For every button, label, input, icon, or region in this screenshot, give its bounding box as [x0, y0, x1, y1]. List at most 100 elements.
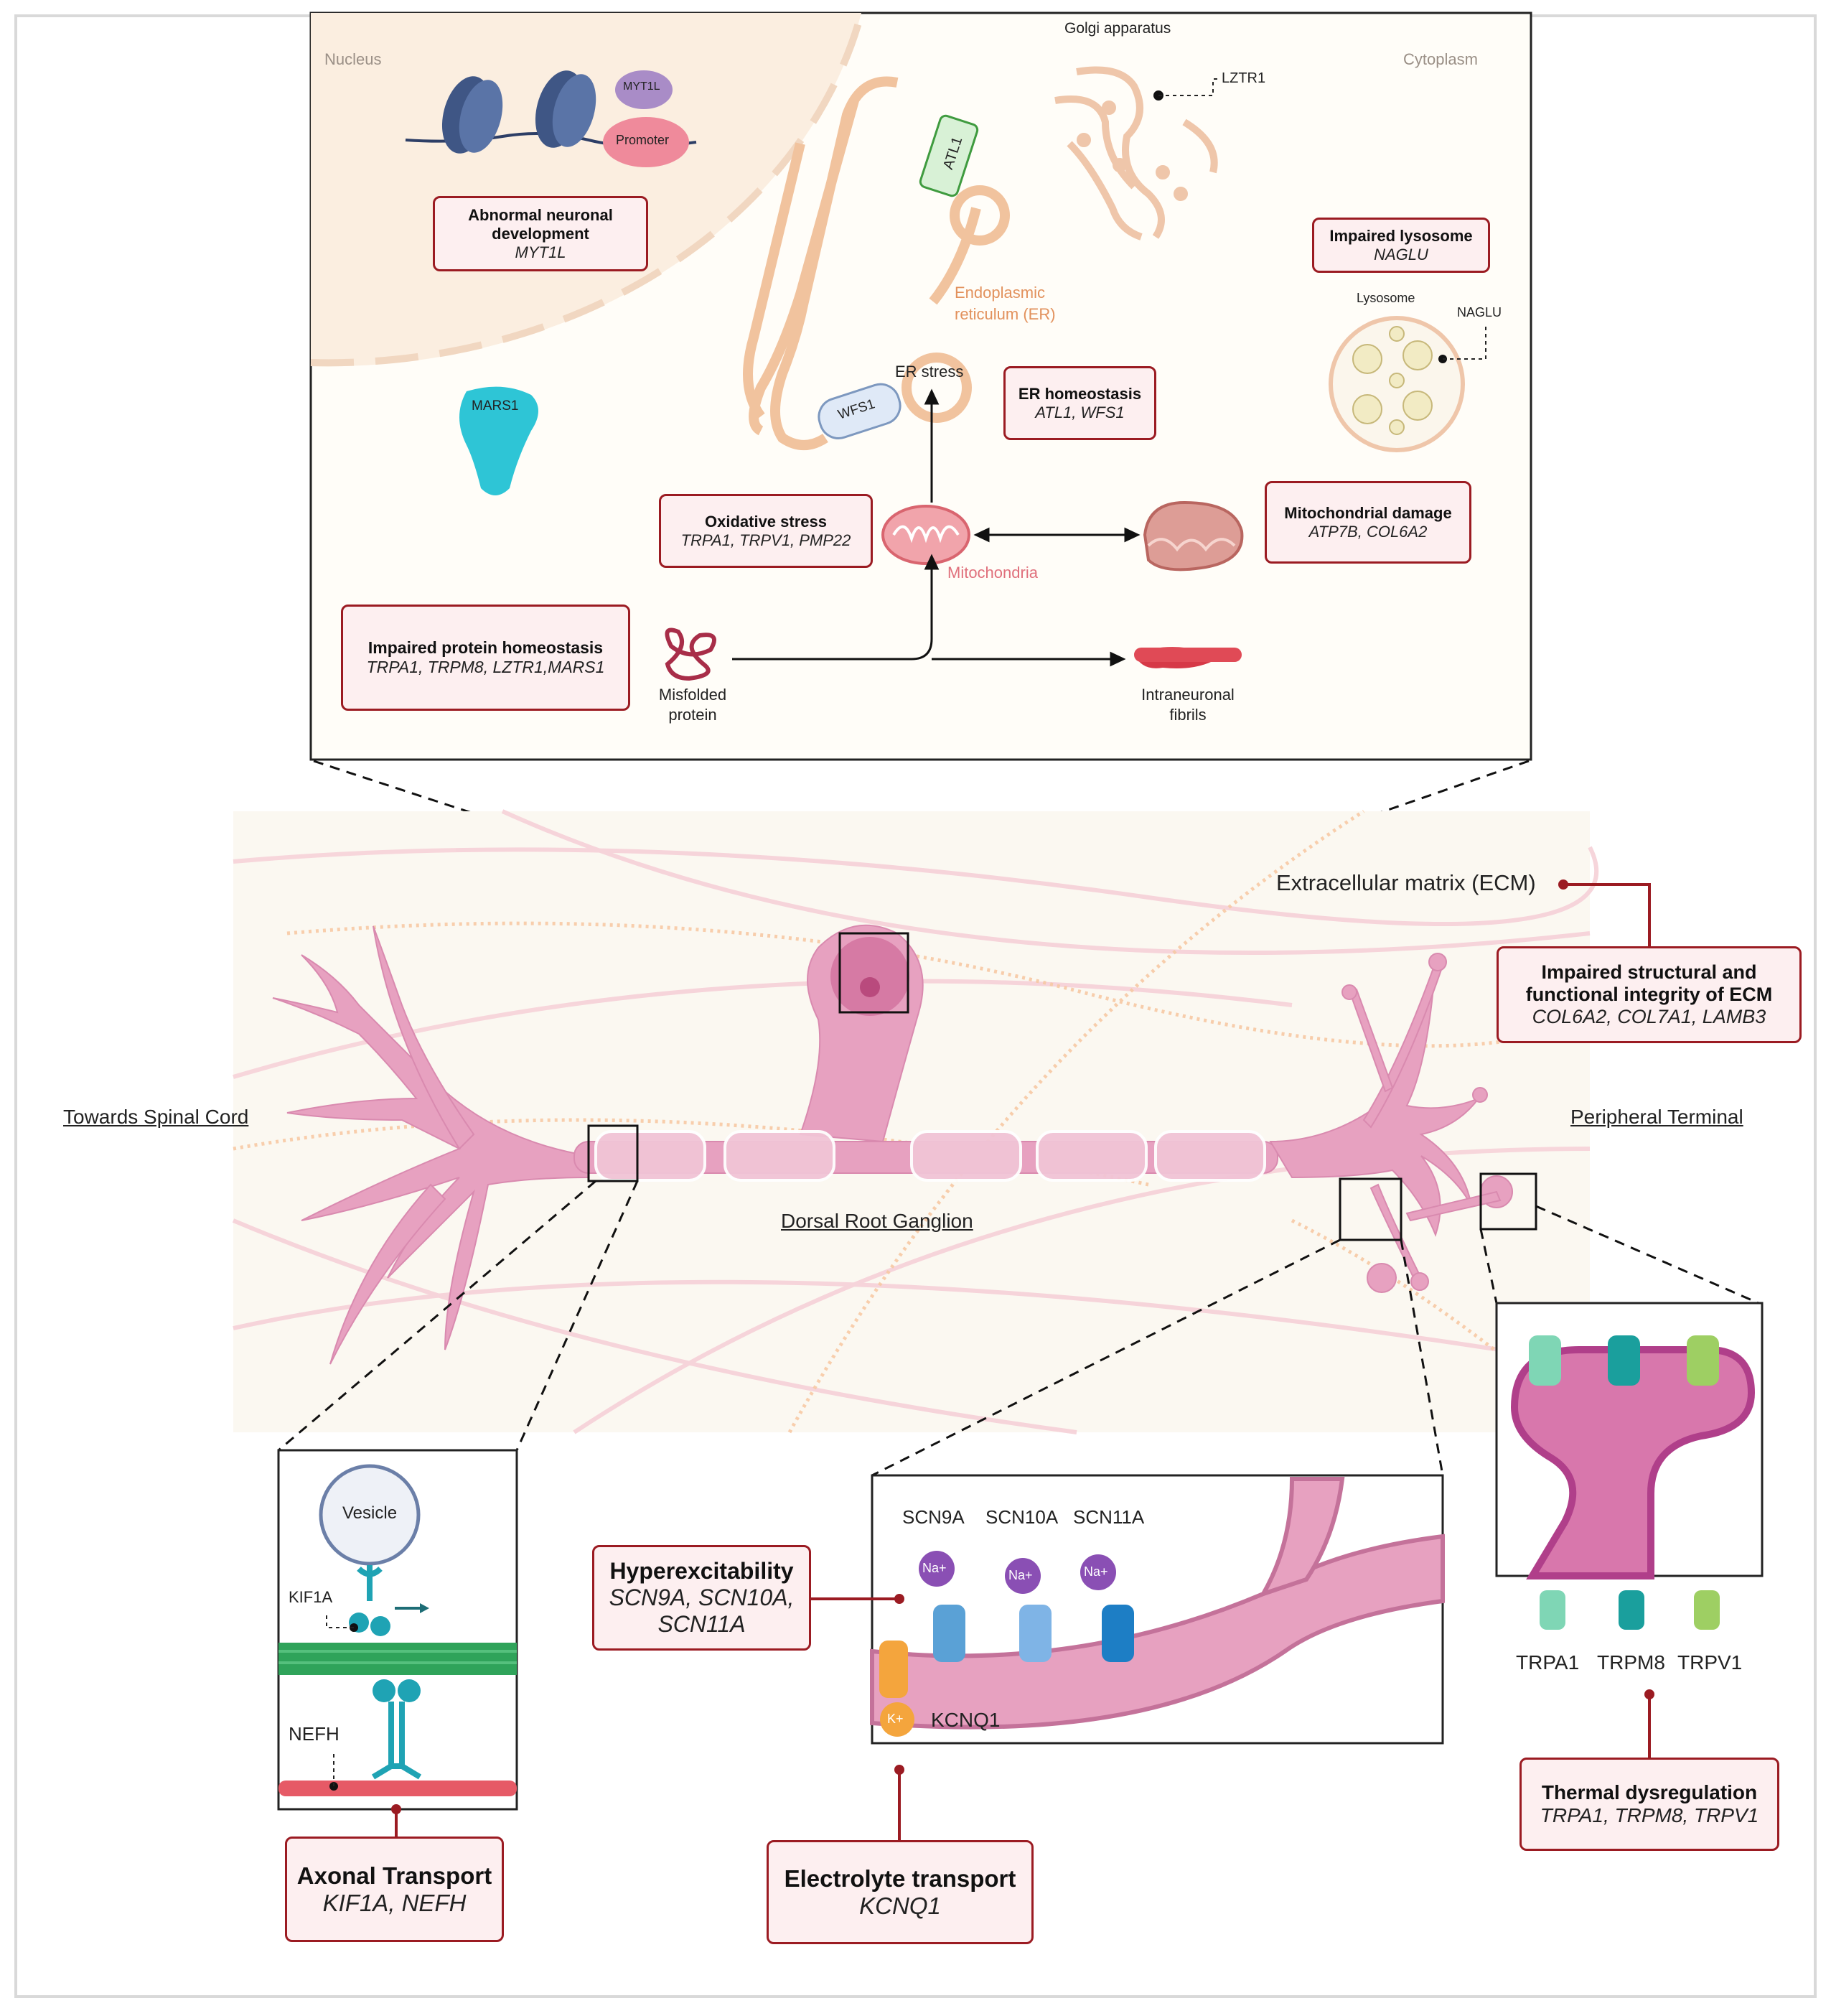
box-title: Oxidative stress	[705, 512, 827, 531]
box-genes: COL6A2, COL7A1, LAMB3	[1532, 1006, 1766, 1027]
box-genes: MYT1L	[515, 243, 566, 261]
trpv1-label: TRPV1	[1677, 1651, 1743, 1674]
towards-spinal-label: Towards Spinal Cord	[63, 1106, 249, 1128]
mars1-protein	[459, 386, 538, 495]
ion-channel-inset	[870, 1474, 1445, 1745]
oxidative-stress-box: Oxidative stress TRPA1, TRPV1, PMP22	[659, 494, 873, 568]
intraneuronal-fibrils	[1134, 647, 1242, 668]
box-title: Thermal dysregulation	[1541, 1781, 1758, 1803]
trpm8-label: TRPM8	[1597, 1651, 1665, 1674]
scn9a-label: SCN9A	[902, 1506, 965, 1528]
box-genes-line1: SCN9A, SCN10A,	[609, 1585, 795, 1610]
na-ion-2: Na+	[1008, 1568, 1033, 1582]
box-genes: TRPA1, TRPM8, TRPV1	[1540, 1804, 1759, 1826]
scn10a-label: SCN10A	[985, 1506, 1059, 1528]
trpa1-label: TRPA1	[1516, 1651, 1580, 1674]
mitochondrial-damage-box: Mitochondrial damage ATP7B, COL6A2	[1265, 481, 1471, 564]
neuronal-development-box: Abnormal neuronal development MYT1L	[433, 196, 648, 271]
kif1a-label: KIF1A	[289, 1588, 333, 1606]
box-genes: NAGLU	[1374, 245, 1428, 263]
myt1l-protein	[615, 70, 673, 109]
chromatin	[405, 70, 697, 167]
box-title: Electrolyte transport	[784, 1865, 1016, 1892]
golgi-apparatus	[1054, 66, 1218, 241]
naglu-label: NAGLU	[1457, 305, 1502, 319]
promoter-label: Promoter	[616, 133, 670, 147]
axon-zoom-box	[587, 1124, 639, 1182]
cytoplasm-label: Cytoplasm	[1403, 50, 1478, 68]
ecm-connector	[1563, 883, 1651, 946]
box-genes: TRPA1, TRPV1, PMP22	[680, 531, 851, 549]
er-stress-label: ER stress	[895, 363, 964, 381]
golgi-label: Golgi apparatus	[1064, 20, 1171, 37]
box-title: Mitochondrial damage	[1284, 503, 1452, 522]
impaired-lysosome-box: Impaired lysosome NAGLU	[1312, 218, 1490, 273]
mars1-label: MARS1	[472, 398, 519, 414]
na-channels	[933, 1605, 1134, 1662]
box-title: Hyperexcitability	[609, 1558, 794, 1584]
terminal-zoom-box	[1479, 1172, 1537, 1231]
wfs1-protein	[818, 383, 902, 439]
lower-connectors	[278, 1180, 1759, 1477]
misfolded-protein	[665, 627, 716, 681]
box-title: Axonal Transport	[296, 1862, 492, 1889]
box-genes: KCNQ1	[859, 1892, 941, 1919]
protein-homeostasis-box: Impaired protein homeostasis TRPA1, TRPM…	[341, 605, 630, 711]
promoter-shape	[603, 117, 689, 167]
microtubule	[278, 1643, 517, 1675]
branch-zoom-box	[1339, 1177, 1402, 1241]
box-genes: ATP7B, COL6A2	[1308, 522, 1428, 541]
nuclear-envelope	[310, 11, 865, 367]
vesicle-label: Vesicle	[342, 1503, 398, 1523]
thermal-receptor-inset	[1495, 1302, 1764, 1630]
scn11a-label: SCN11A	[1073, 1506, 1145, 1528]
mitochondria-label: Mitochondria	[947, 564, 1038, 582]
ecm-integrity-box: Impaired structural and functional integ…	[1497, 946, 1802, 1043]
misfolded-label-2: protein	[668, 706, 717, 724]
k-channel	[879, 1641, 908, 1698]
box-genes: TRPA1, TRPM8, LZTR1,MARS1	[366, 658, 605, 676]
peripheral-terminal-label: Peripheral Terminal	[1570, 1106, 1743, 1128]
na-ion-1: Na+	[922, 1561, 947, 1575]
box-title: ER homeostasis	[1018, 384, 1142, 403]
axonal-transport-inset	[277, 1449, 518, 1811]
vesicle	[319, 1464, 421, 1566]
box-title: Impaired lysosome	[1329, 226, 1473, 245]
soma-zoom-box	[838, 932, 909, 1014]
axonal-transport-box: Axonal Transport KIF1A, NEFH	[285, 1837, 504, 1942]
box-title-line1: Abnormal neuronal	[468, 205, 613, 224]
box-genes: KIF1A, NEFH	[322, 1889, 467, 1916]
pathway-arrows	[732, 388, 1141, 667]
kcnq1-label: KCNQ1	[931, 1709, 1001, 1731]
drg-label: Dorsal Root Ganglion	[781, 1210, 973, 1232]
fibrils-label-1: Intraneuronal	[1141, 686, 1235, 704]
box-genes: ATL1, WFS1	[1035, 403, 1125, 421]
nucleus-label: Nucleus	[324, 50, 382, 68]
mitochondria	[881, 505, 970, 565]
myelin-sheath	[594, 1130, 1266, 1182]
neurofilament	[278, 1781, 517, 1796]
hyperexcitability-box: Hyperexcitability SCN9A, SCN10A, SCN11A	[592, 1545, 811, 1651]
fibrils-label-2: fibrils	[1169, 706, 1207, 724]
er-homeostasis-box: ER homeostasis ATL1, WFS1	[1003, 366, 1156, 440]
box-title-line1: Impaired structural and	[1541, 961, 1757, 983]
atl1-protein	[919, 114, 979, 197]
er-label-2: reticulum (ER)	[955, 305, 1056, 323]
er-label-1: Endoplasmic	[955, 284, 1045, 302]
myt1l-label: MYT1L	[623, 80, 660, 93]
nefh-label: NEFH	[289, 1723, 339, 1745]
box-title-line2: functional integrity of ECM	[1525, 984, 1773, 1005]
endoplasmic-reticulum	[743, 76, 1010, 450]
box-title-line2: development	[492, 224, 589, 243]
lysosome-label: Lysosome	[1357, 291, 1415, 305]
na-ion-3: Na+	[1084, 1564, 1108, 1579]
lztr1-label: LZTR1	[1222, 70, 1266, 86]
ecm-label: Extracellular matrix (ECM)	[1276, 870, 1536, 895]
box-title: Impaired protein homeostasis	[367, 638, 604, 657]
damaged-mitochondria	[1143, 500, 1244, 571]
misfolded-label-1: Misfolded	[658, 686, 727, 704]
electrolyte-transport-box: Electrolyte transport KCNQ1	[767, 1840, 1034, 1944]
thermal-dysregulation-box: Thermal dysregulation TRPA1, TRPM8, TRPV…	[1519, 1758, 1779, 1851]
k-ion: K+	[887, 1712, 904, 1726]
